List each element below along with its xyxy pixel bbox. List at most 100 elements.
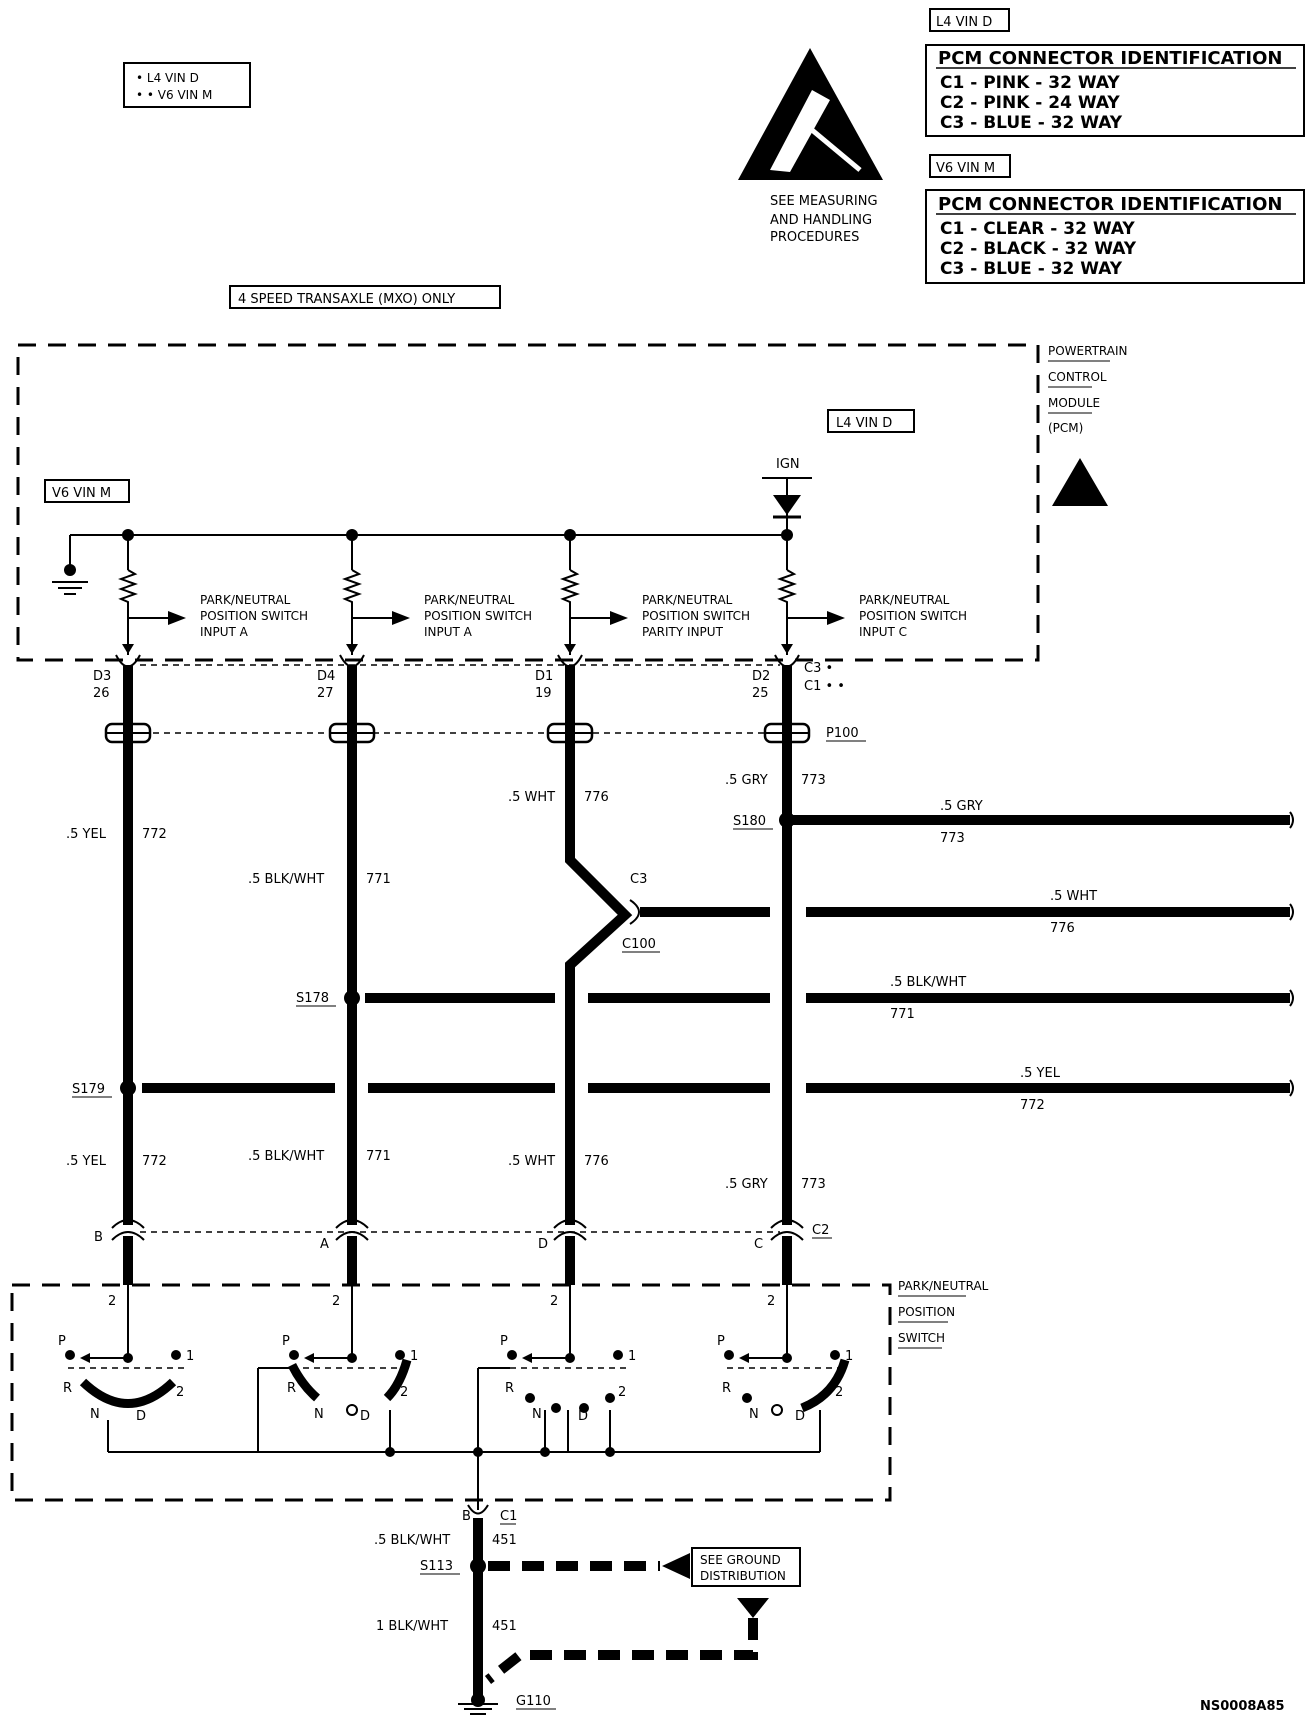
wire-451-num-top: 451 xyxy=(492,1533,517,1548)
c2-connector xyxy=(553,1219,587,1285)
switch-pin: 2 xyxy=(767,1294,775,1309)
svg-text:PARK/NEUTRAL: PARK/NEUTRAL xyxy=(898,1279,989,1293)
switch-contact-1 xyxy=(395,1350,405,1360)
switch-label-r: R xyxy=(505,1381,514,1396)
legend-l4: • L4 VIN D xyxy=(136,71,199,85)
pcm-id-v6-row-1: C1 - CLEAR - 32 WAY xyxy=(940,219,1135,239)
pcm-pin-number: 26 xyxy=(93,686,110,701)
ground-dist-box xyxy=(691,1547,801,1587)
ground-dist-arrow2-icon xyxy=(737,1598,769,1618)
pull-up-resistor xyxy=(342,569,362,655)
wire-772-num-bot: 772 xyxy=(142,1154,167,1169)
c2-connector xyxy=(770,1219,804,1285)
pcm-id-l4-row-2: C2 - PINK - 24 WAY xyxy=(940,93,1120,113)
ground-g110-label: G110 xyxy=(516,1694,551,1709)
splice-s178 xyxy=(344,990,360,1006)
wire-771-num-bot: 771 xyxy=(366,1149,391,1164)
switch-label-1: 1 xyxy=(845,1349,853,1364)
c2-pin-a: A xyxy=(320,1237,329,1252)
wire-773-gauge-top: .5 GRY xyxy=(725,773,768,788)
diode-icon xyxy=(773,495,801,515)
branch-776-num: 776 xyxy=(1050,921,1075,936)
svg-text:CONTROL: CONTROL xyxy=(1048,370,1107,384)
pcm-input-2: PARK/NEUTRAL POSITION SWITCH INPUT A xyxy=(339,529,532,668)
pcm-id-l4-row-1: C1 - PINK - 32 WAY xyxy=(940,73,1120,93)
pcm-conn-c3: C3 • xyxy=(804,661,833,676)
switch-label-1: 1 xyxy=(628,1349,636,1364)
switch-label-r: R xyxy=(287,1381,296,1396)
wire-773-gauge-bot: .5 GRY xyxy=(725,1177,768,1192)
switch-contact-1 xyxy=(830,1350,840,1360)
ground-dist-text-2: DISTRIBUTION xyxy=(700,1569,786,1583)
switch-label-d: D xyxy=(360,1409,370,1424)
p100-label: P100 xyxy=(826,726,859,741)
switch-label-d: D xyxy=(136,1409,146,1424)
wire-773-num-top: 773 xyxy=(801,773,826,788)
p100-connector xyxy=(328,722,376,744)
wire-772-num-top: 772 xyxy=(142,827,167,842)
pcm-input-label: PARITY INPUT xyxy=(642,625,724,639)
pcm-id-l4-title: PCM CONNECTOR IDENTIFICATION xyxy=(938,48,1283,69)
branch-773-num: 773 xyxy=(940,831,965,846)
switch-label-2: 2 xyxy=(618,1385,626,1400)
switch-contact-p xyxy=(507,1350,517,1360)
pcm-pin-cavity: D2 xyxy=(752,669,770,684)
legend-v6: • • V6 VIN M xyxy=(136,88,212,102)
c2-connector xyxy=(335,1219,369,1285)
switch-label-d: D xyxy=(795,1409,805,1424)
pcm-boundary xyxy=(16,343,1040,662)
pcm-id-v6-title: PCM CONNECTOR IDENTIFICATION xyxy=(938,194,1283,215)
pnp-switch-name: PARK/NEUTRAL POSITION SWITCH xyxy=(898,1279,989,1349)
pcm-pin-number: 25 xyxy=(752,686,769,701)
p100-connector xyxy=(104,722,152,744)
switch-contact-1 xyxy=(613,1350,623,1360)
switch-label-2: 2 xyxy=(176,1385,184,1400)
wire-451-gauge-bot: 1 BLK/WHT xyxy=(376,1619,448,1634)
switch-label-n: N xyxy=(314,1407,324,1422)
svg-text:V6 VIN M: V6 VIN M xyxy=(52,486,111,501)
esd-warning: SEE MEASURING AND HANDLING PROCEDURES xyxy=(738,48,883,245)
svg-text:L4 VIN D: L4 VIN D xyxy=(836,416,892,431)
pcm-id-l4-row-3: C3 - BLUE - 32 WAY xyxy=(940,113,1123,133)
wire-773-num-bot: 773 xyxy=(801,1177,826,1192)
pcm-esd-icon xyxy=(1052,458,1108,506)
svg-text:MODULE: MODULE xyxy=(1048,396,1100,410)
switch-label-2: 2 xyxy=(835,1385,843,1400)
wire-771-gauge-top: .5 BLK/WHT xyxy=(248,872,324,887)
pcm-id-v6-tag: V6 VIN M xyxy=(936,161,995,176)
switch-label-1: 1 xyxy=(410,1349,418,1364)
pcm-input-label: INPUT A xyxy=(424,625,473,639)
pcm-tag-v6: V6 VIN M xyxy=(44,479,130,503)
branch-772-gauge: .5 YEL xyxy=(1020,1066,1061,1081)
switch-contact-p xyxy=(65,1350,75,1360)
signal-arrow-icon xyxy=(168,611,186,625)
switch-label-n: N xyxy=(532,1407,542,1422)
pcm-input-label: POSITION SWITCH xyxy=(424,609,532,623)
switch-label-n: N xyxy=(749,1407,759,1422)
pcm-input-label: PARK/NEUTRAL xyxy=(424,593,515,607)
ground-dist-text-1: SEE GROUND xyxy=(700,1553,781,1567)
pull-up-resistor xyxy=(560,569,580,655)
splice-s180-label: S180 xyxy=(733,814,766,829)
pcm-id-l4: L4 VIN D PCM CONNECTOR IDENTIFICATION C1… xyxy=(925,8,1305,137)
switch-label-1: 1 xyxy=(186,1349,194,1364)
switch-label-p: P xyxy=(282,1334,290,1349)
pull-up-resistor xyxy=(118,569,138,655)
switch-contact-p xyxy=(724,1350,734,1360)
diagram-code: NS0008A85 xyxy=(1200,1699,1285,1714)
wire-772-gauge-bot: .5 YEL xyxy=(66,1154,107,1169)
p100-connector xyxy=(763,722,811,744)
switch-label-p: P xyxy=(58,1334,66,1349)
switch-label-n: N xyxy=(90,1407,100,1422)
wire-776 xyxy=(565,665,633,1225)
c2-pin-c: C xyxy=(754,1237,763,1252)
pcm-id-v6: V6 VIN M PCM CONNECTOR IDENTIFICATION C1… xyxy=(925,154,1305,284)
pcm-input-label: POSITION SWITCH xyxy=(200,609,308,623)
pcm-input-label: PARK/NEUTRAL xyxy=(859,593,950,607)
legend-box: • L4 VIN D • • V6 VIN M xyxy=(123,62,251,108)
